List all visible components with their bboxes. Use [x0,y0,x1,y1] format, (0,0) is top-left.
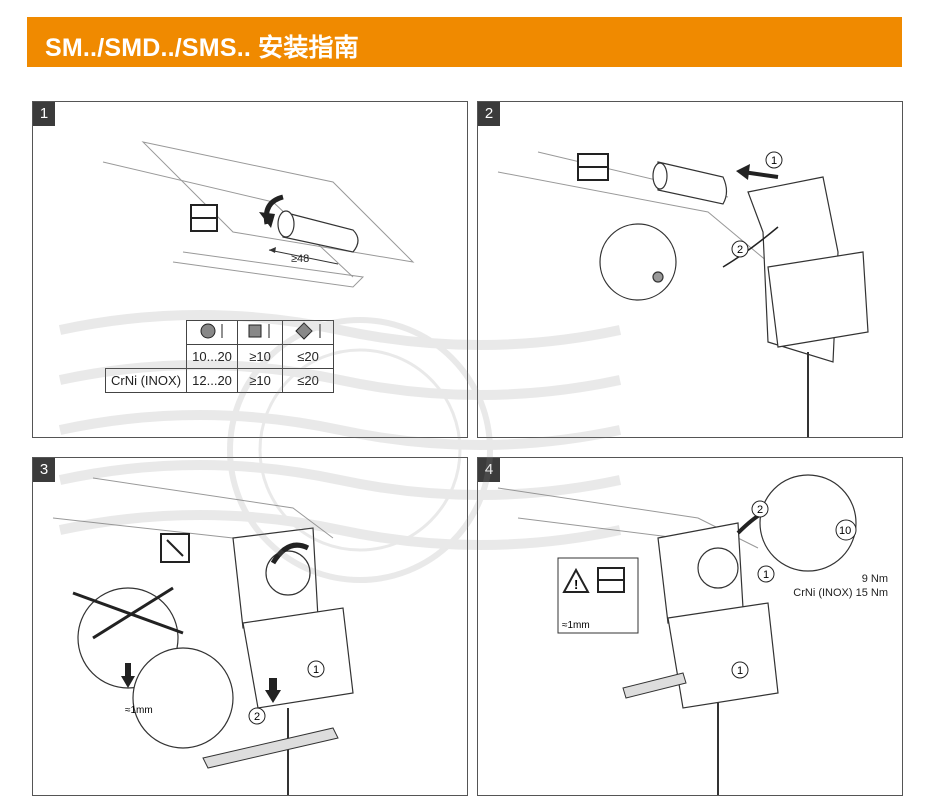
panel-2: 2 1 2 [477,101,903,438]
actuator-rotate-illustration: ≈1mm 1 2 [52,477,354,795]
svg-text:2: 2 [254,711,260,723]
shaft-length-label: ≥48 [291,253,309,265]
panel-number: 2 [478,102,500,126]
torque-spec: 9 Nm CrNi (INOX) 15 Nm [778,572,888,600]
table-header-row [106,320,335,345]
square-shaft-icon [237,320,284,345]
rotate-arrow-icon [270,542,310,565]
panel-4: 4 ! ≈1mm 2 1 1 10 9 Nm [477,457,903,796]
svg-text:1: 1 [763,569,769,581]
diamond-shaft-icon [282,320,335,345]
shaft-illustration: ≥48 [102,141,415,288]
svg-text:1: 1 [771,155,777,167]
panel-1: 1 ≥48 10...20 ≥10 ≤2 [32,101,468,438]
panel-number: 4 [478,458,500,482]
svg-text:2: 2 [757,504,763,516]
shaft-angle-icon [160,533,190,563]
warning-shaft-icon: ! ≈1mm [557,557,639,634]
actuator-tighten-illustration: ! ≈1mm 2 1 1 10 [497,474,857,795]
page-title: SM../SMD../SMS.. 安装指南 [45,34,359,62]
svg-text:≈1mm: ≈1mm [562,620,590,631]
torque-inox: CrNi (INOX) 15 Nm [793,587,888,599]
panel-number: 1 [33,102,55,126]
up-arrow-icon [121,663,135,688]
header-bar: SM../SMD../SMS.. 安装指南 [27,17,902,67]
shaft-position-icon [190,204,218,232]
shaft-position-icon [577,153,609,181]
svg-text:10: 10 [839,525,851,537]
svg-text:≈1mm: ≈1mm [125,705,153,716]
table-row: CrNi (INOX) 12...20 ≥10 ≤20 [104,368,335,393]
svg-text:2: 2 [737,244,743,256]
round-shaft-icon [186,320,239,345]
actuator-mount-illustration: 1 2 [497,151,869,437]
svg-text:1: 1 [737,665,743,677]
shaft-size-table: 10...20 ≥10 ≤20 CrNi (INOX) 12...20 ≥10 … [104,320,335,393]
svg-text:1: 1 [313,664,319,676]
panel-3: 3 ≈1mm 1 2 [32,457,468,796]
svg-text:!: ! [574,577,578,592]
panel-number: 3 [33,458,55,482]
table-row: 10...20 ≥10 ≤20 [106,344,335,369]
cross-icon [72,586,184,640]
torque-standard: 9 Nm [861,573,888,585]
